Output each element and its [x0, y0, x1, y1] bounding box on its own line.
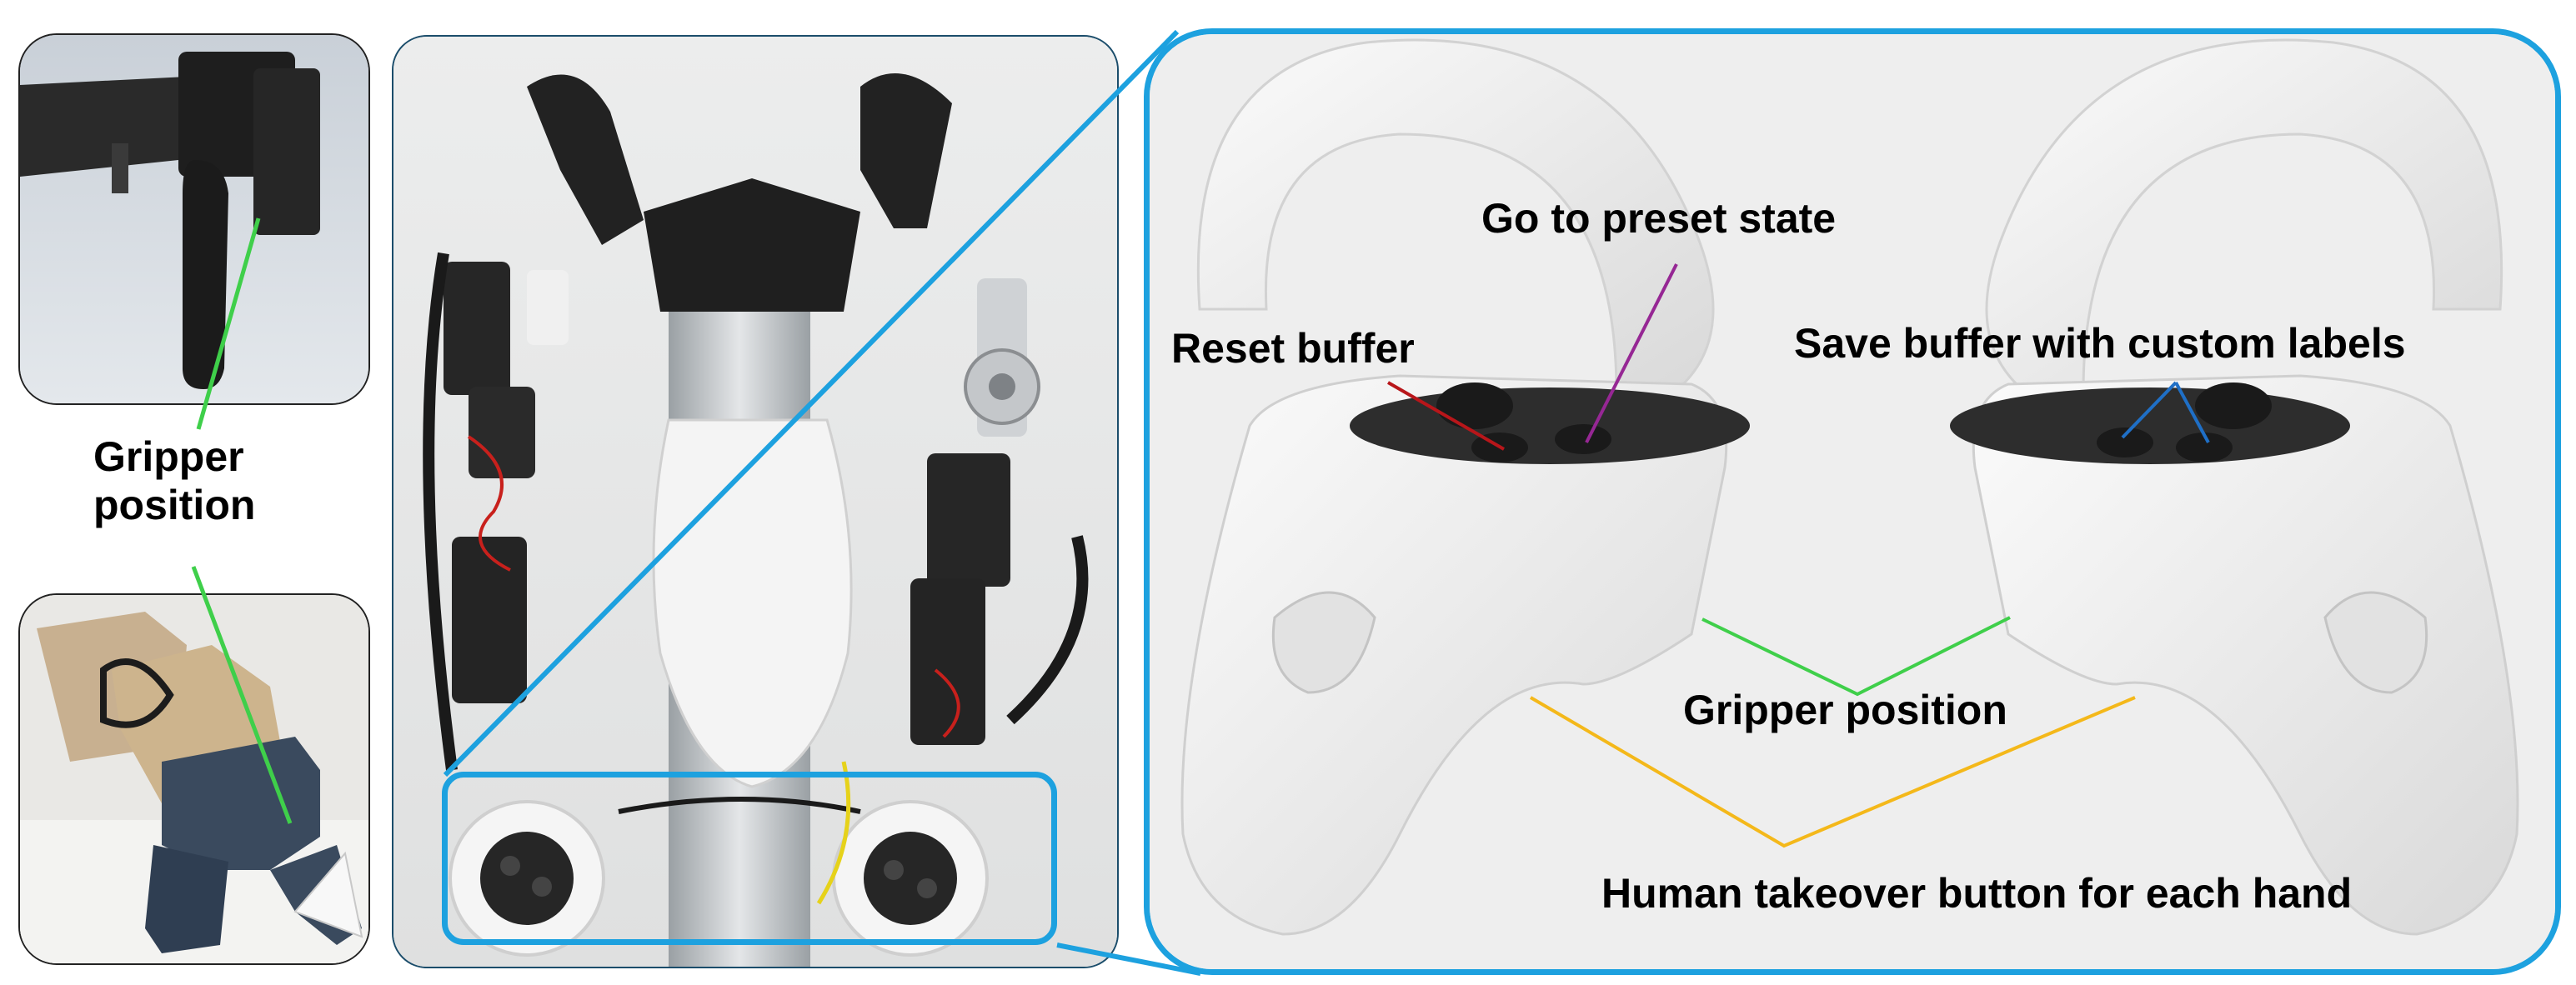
- human-takeover-lines: [1529, 696, 2136, 848]
- reset-buffer-line: [1387, 381, 1505, 451]
- left-gripper-position-label: Gripper position: [93, 433, 255, 529]
- save-buffer-line-left: [2121, 381, 2178, 439]
- save-buffer-line-right: [2174, 382, 2210, 443]
- preset-state-line: [1585, 263, 1678, 443]
- reset-buffer-label: Reset buffer: [1171, 325, 1415, 372]
- left-gripper-label-line2: position: [93, 481, 256, 528]
- left-gripper-label-line1: Gripper: [93, 433, 244, 480]
- gripper-position-lines: [1701, 616, 2011, 697]
- controller-closeup-panel: [1144, 28, 2561, 975]
- save-buffer-label: Save buffer with custom labels: [1794, 320, 2406, 367]
- gripper-handle-illustration: [20, 35, 368, 403]
- controller-highlight-box: [442, 772, 1057, 945]
- gripper-handle-photo: [18, 33, 370, 405]
- human-takeover-label: Human takeover button for each hand: [1601, 870, 2353, 917]
- gripper-photo: [18, 593, 370, 965]
- vr-controllers-illustration: [1150, 34, 2555, 969]
- gripper-position-label: Gripper position: [1683, 687, 2007, 733]
- gripper-illustration: [20, 595, 368, 963]
- go-to-preset-label: Go to preset state: [1481, 195, 1837, 242]
- annotation-lines: [1387, 263, 2210, 848]
